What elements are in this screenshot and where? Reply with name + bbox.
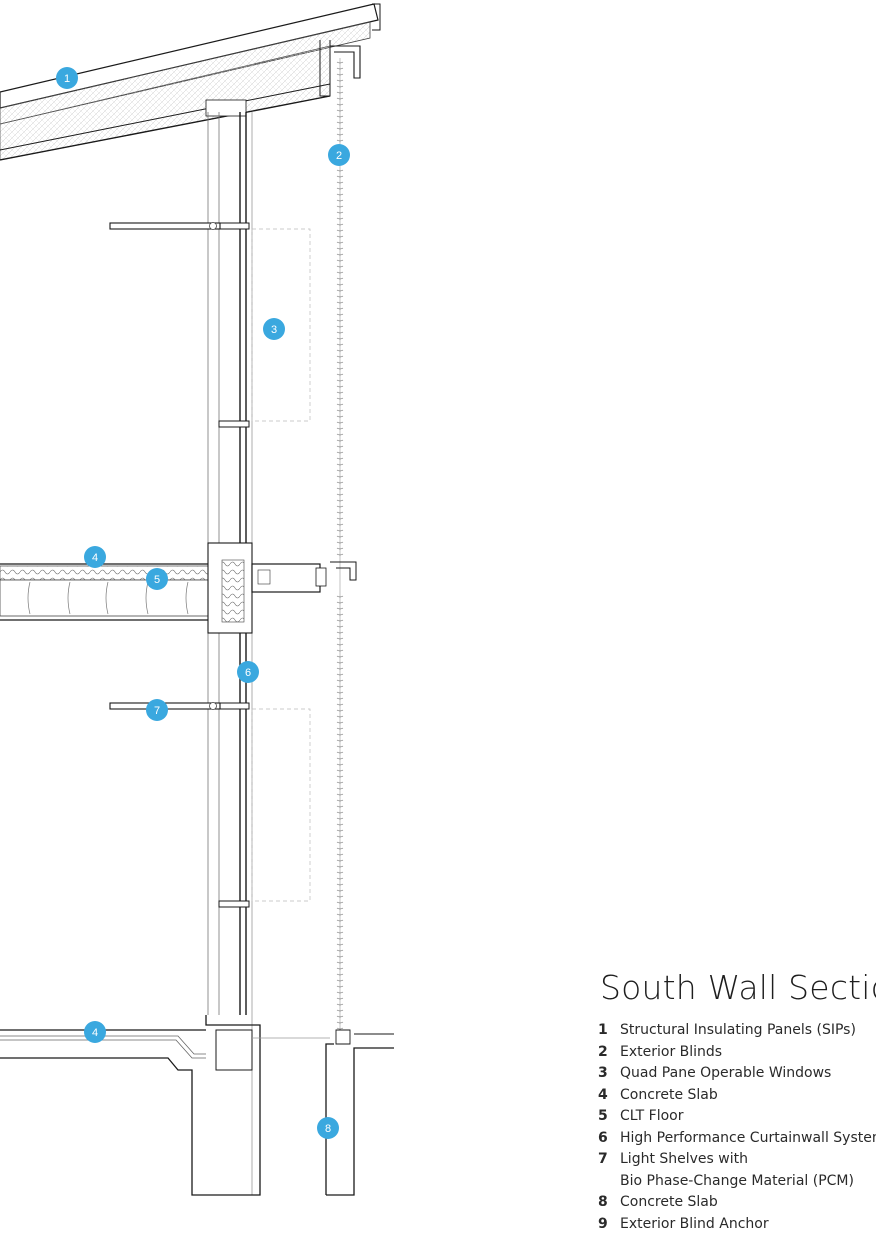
legend-number: 4 bbox=[598, 1085, 620, 1107]
legend-label: CLT Floor bbox=[620, 1106, 683, 1128]
callout-number: 1 bbox=[64, 73, 70, 85]
legend-label: Light Shelves with bbox=[620, 1149, 748, 1171]
callout-number: 5 bbox=[154, 574, 160, 586]
legend-number: 2 bbox=[598, 1042, 620, 1064]
callout-number: 8 bbox=[325, 1123, 331, 1135]
callout-marker-1: 1 bbox=[56, 67, 78, 89]
legend-label: Concrete Slab bbox=[620, 1192, 718, 1214]
callout-number: 7 bbox=[154, 705, 160, 717]
ground-slab-foundation bbox=[0, 1015, 394, 1195]
callout-number: 6 bbox=[245, 667, 251, 679]
legend-item: Bio Phase-Change Material (PCM) bbox=[598, 1171, 876, 1193]
callout-number: 2 bbox=[336, 150, 342, 162]
legend-number: 5 bbox=[598, 1106, 620, 1128]
legend-label: Quad Pane Operable Windows bbox=[620, 1063, 831, 1085]
legend-number: 6 bbox=[598, 1128, 620, 1150]
callout-marker-8: 8 bbox=[317, 1117, 339, 1139]
legend-label: Concrete Slab bbox=[620, 1085, 718, 1107]
legend-title: South Wall Section bbox=[600, 968, 876, 1007]
legend-label: Bio Phase-Change Material (PCM) bbox=[620, 1171, 854, 1193]
intermediate-floor bbox=[0, 543, 356, 633]
legend-label: High Performance Curtainwall System bbox=[620, 1128, 876, 1150]
callout-marker-5: 5 bbox=[146, 568, 168, 590]
legend-label: Exterior Blinds bbox=[620, 1042, 722, 1064]
exterior-blinds bbox=[337, 58, 343, 1030]
light-shelves bbox=[110, 223, 220, 710]
callout-number: 4 bbox=[92, 552, 98, 564]
callout-number: 4 bbox=[92, 1027, 98, 1039]
callout-marker-4: 4 bbox=[84, 546, 106, 568]
callout-number: 3 bbox=[271, 324, 277, 336]
legend-number: 8 bbox=[598, 1192, 620, 1214]
legend-number: 1 bbox=[598, 1020, 620, 1042]
callout-marker-6: 6 bbox=[237, 661, 259, 683]
legend-number: 3 bbox=[598, 1063, 620, 1085]
callout-marker-3: 3 bbox=[263, 318, 285, 340]
legend-number: 7 bbox=[598, 1149, 620, 1171]
callout-marker-4: 4 bbox=[84, 1021, 106, 1043]
callout-marker-7: 7 bbox=[146, 699, 168, 721]
callout-marker-2: 2 bbox=[328, 144, 350, 166]
legend-label: Structural Insulating Panels (SIPs) bbox=[620, 1020, 856, 1042]
